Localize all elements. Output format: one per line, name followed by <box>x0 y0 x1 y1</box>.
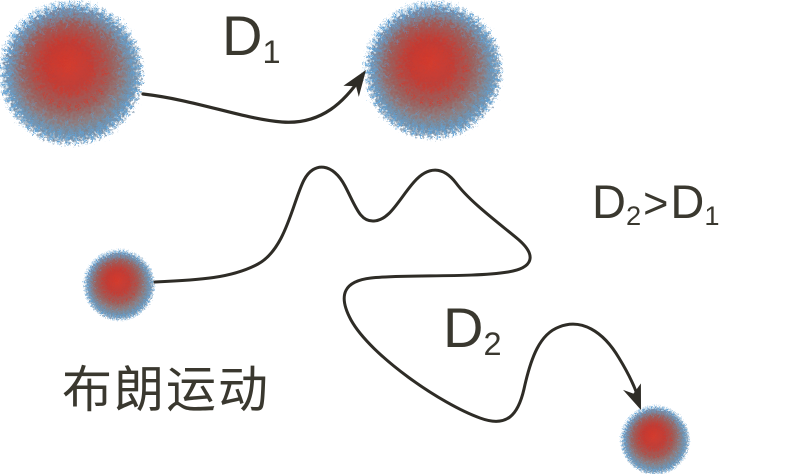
comparison-left-base: D <box>592 175 626 228</box>
d2-arrowhead <box>623 383 641 410</box>
label-d1: D1 <box>222 8 281 69</box>
comparison-right-base: D <box>670 175 705 228</box>
label-d1-subscript: 1 <box>262 34 281 71</box>
label-d2: D2 <box>443 300 502 361</box>
d1-trajectory <box>141 74 364 124</box>
label-d2-base: D <box>443 296 484 359</box>
comparison-operator: > <box>643 180 669 228</box>
label-diffusion-comparison: D2>D1 <box>592 175 719 229</box>
comparison-right-subscript: 1 <box>704 200 720 232</box>
label-d1-base: D <box>222 4 263 67</box>
comparison-left-subscript: 2 <box>625 200 642 232</box>
caption-brownian-motion: 布朗运动 <box>62 362 270 418</box>
d1-arrowhead <box>343 70 366 97</box>
label-d2-subscript: 2 <box>483 326 502 363</box>
d2-trajectory <box>153 165 641 423</box>
